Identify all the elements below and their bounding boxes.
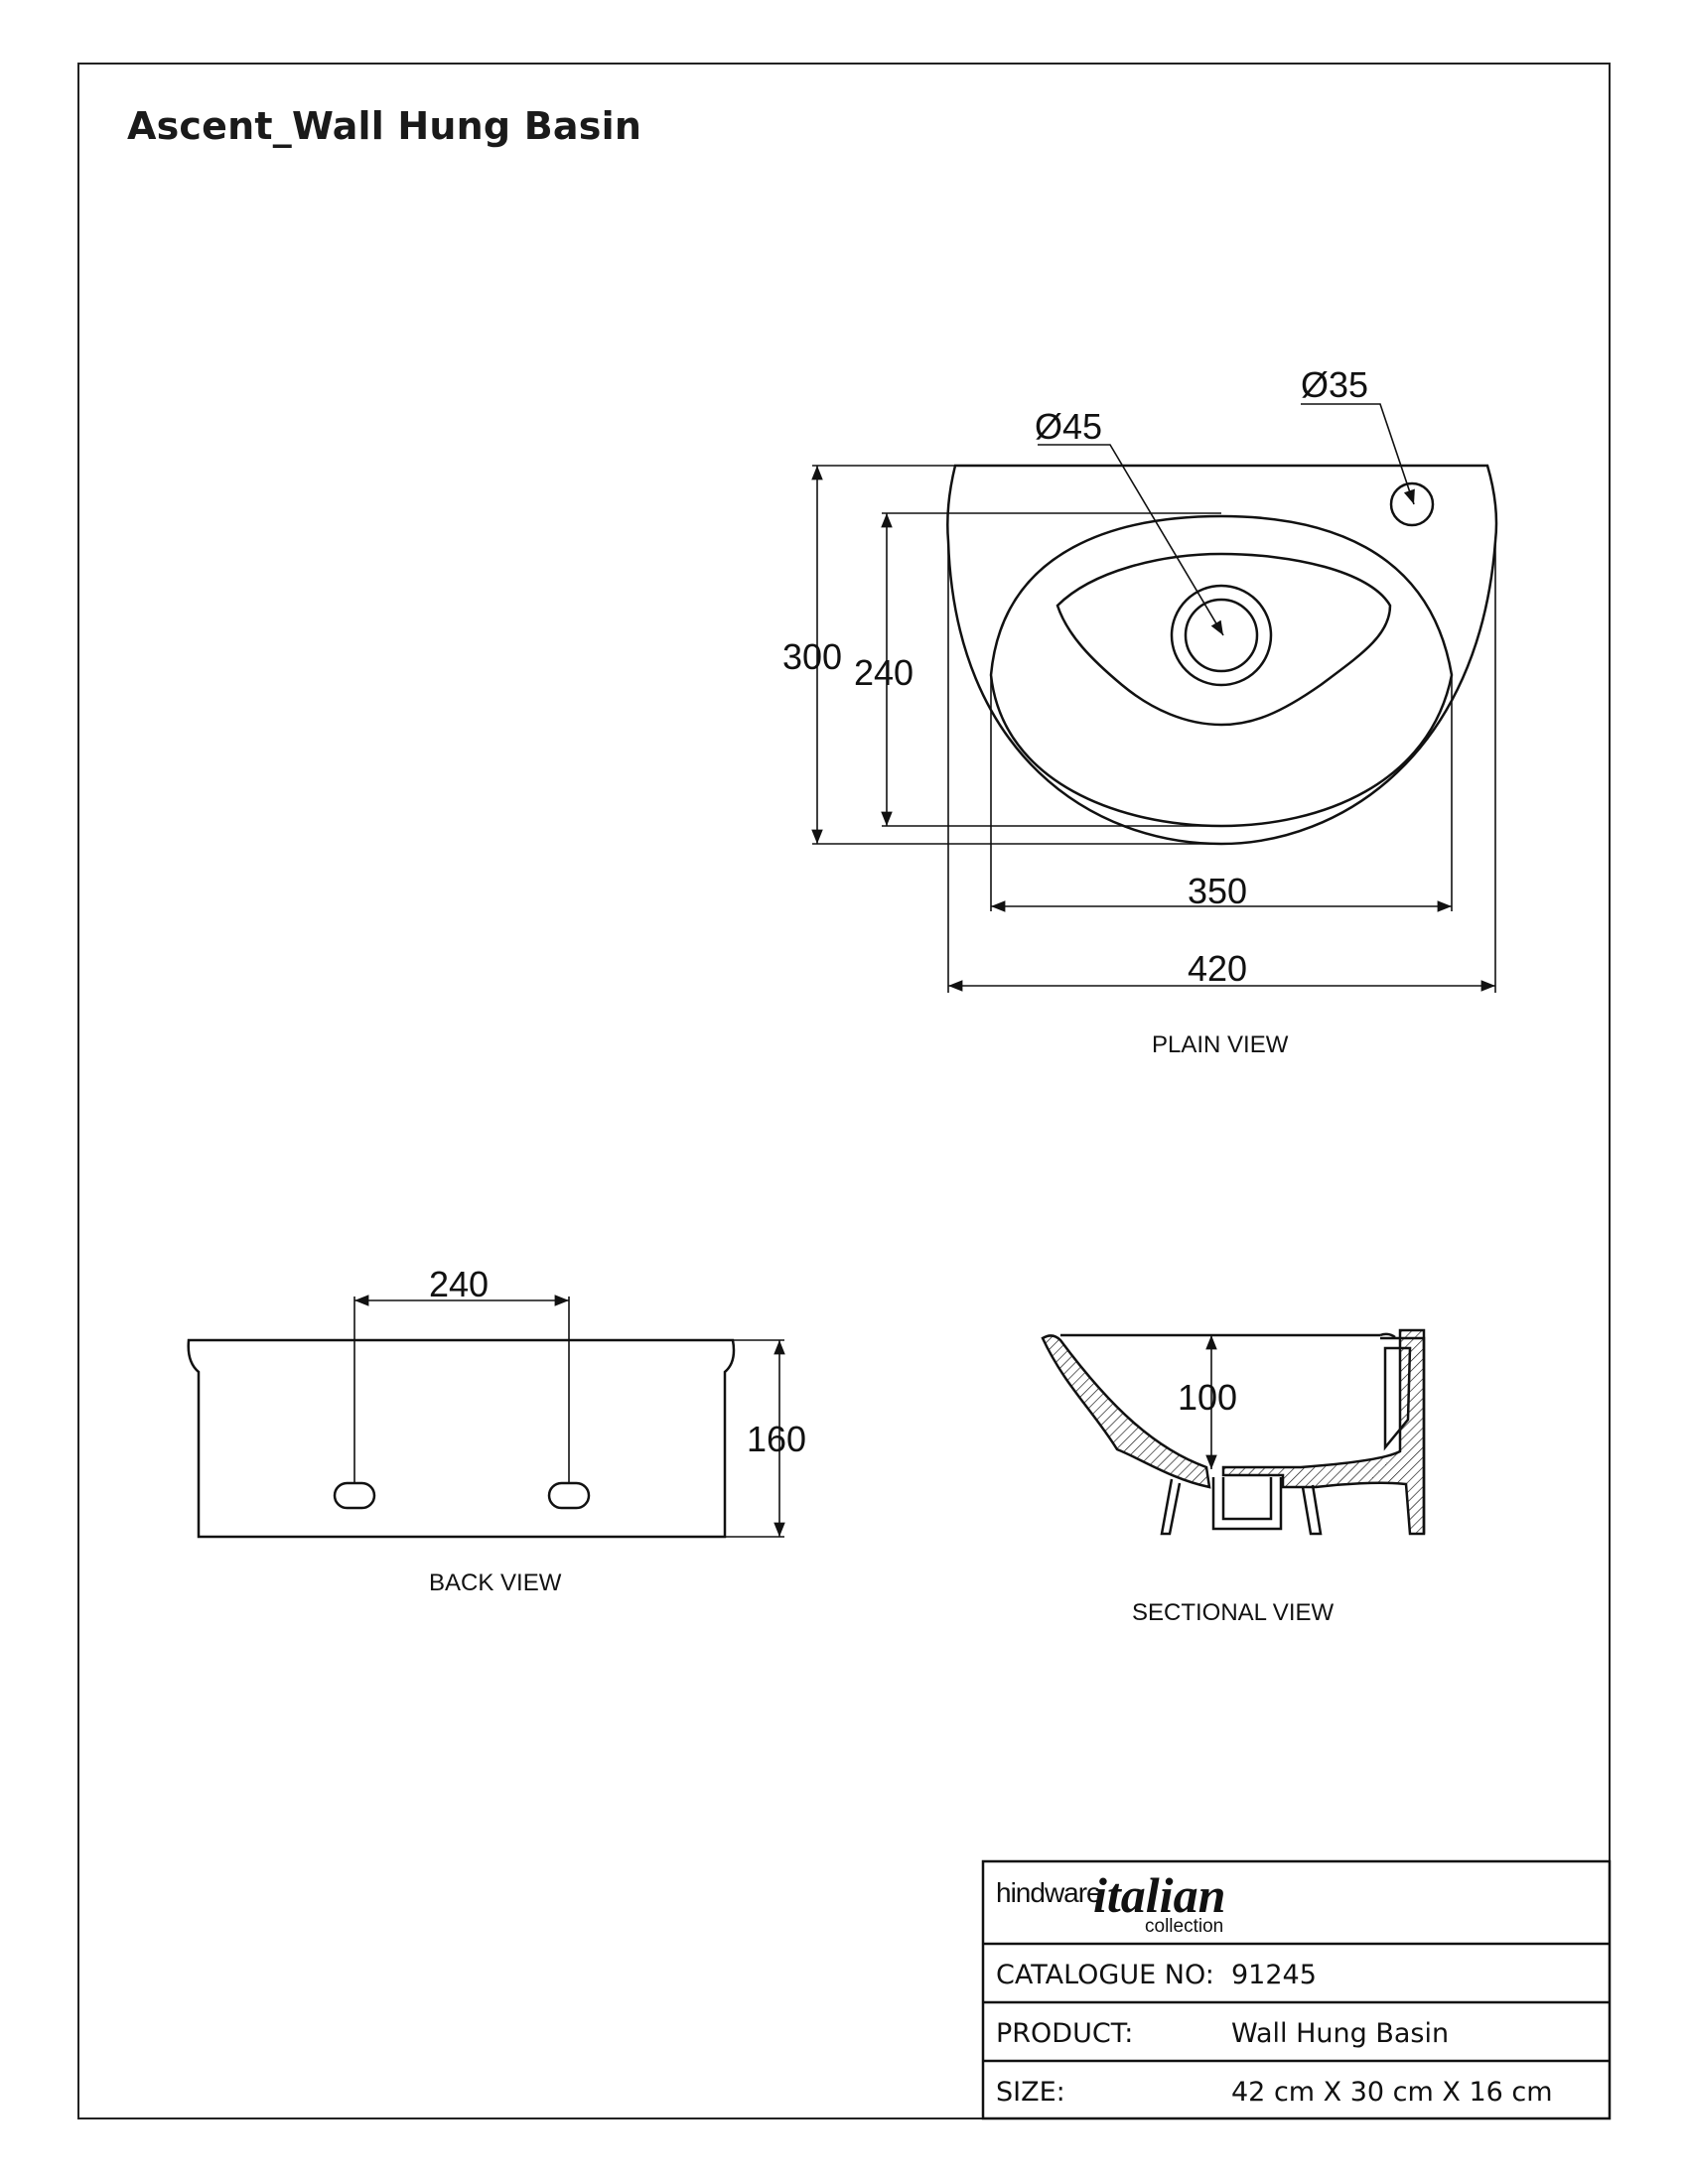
catalogue-label: CATALOGUE NO: bbox=[996, 1960, 1214, 1990]
plain-view: Ø45 Ø35 300 240 350 420 PLAIN VIEW bbox=[782, 364, 1498, 1058]
sectional-view-label: SECTIONAL VIEW bbox=[1132, 1599, 1334, 1626]
dim-tap-label: Ø35 bbox=[1301, 364, 1368, 405]
section-drain bbox=[1211, 1477, 1283, 1531]
page-border bbox=[77, 63, 1611, 2119]
sectional-view: 100 SECTIONAL VIEW bbox=[1041, 1328, 1426, 1626]
dim-300-label: 300 bbox=[782, 636, 842, 677]
brand-logo: hindware italian collection bbox=[996, 1867, 1225, 1937]
dim-drain-label: Ø45 bbox=[1035, 406, 1102, 447]
size-label: SIZE: bbox=[996, 2077, 1065, 2108]
product-value: Wall Hung Basin bbox=[1231, 2018, 1449, 2049]
section-leg-left bbox=[1160, 1478, 1182, 1536]
dim-350-label: 350 bbox=[1188, 871, 1247, 911]
back-view: 240 160 BACK VIEW bbox=[187, 1264, 806, 1596]
fixing-hole-right bbox=[547, 1481, 591, 1510]
back-outline bbox=[187, 1338, 736, 1539]
basin-outline bbox=[946, 464, 1498, 846]
page-title: Ascent_Wall Hung Basin bbox=[127, 104, 642, 148]
section-floor bbox=[1221, 1328, 1426, 1536]
dim-back-240-label: 240 bbox=[429, 1264, 489, 1304]
drain-outer bbox=[1170, 584, 1273, 687]
brand-script: italian bbox=[1093, 1867, 1225, 1923]
dim-240-label: 240 bbox=[854, 652, 914, 693]
title-block: hindware italian collection CATALOGUE NO… bbox=[981, 1859, 1612, 2120]
back-view-label: BACK VIEW bbox=[429, 1570, 562, 1596]
section-leg-right bbox=[1301, 1484, 1323, 1536]
brand-name: hindware bbox=[996, 1877, 1101, 1908]
product-label: PRODUCT: bbox=[996, 2018, 1133, 2049]
drain-inner bbox=[1184, 598, 1259, 673]
tap-hole bbox=[1389, 481, 1435, 527]
dim-420-label: 420 bbox=[1188, 948, 1247, 989]
inner-bowl bbox=[1055, 552, 1392, 727]
brand-sub: collection bbox=[1145, 1916, 1223, 1937]
size-value: 42 cm X 30 cm X 16 cm bbox=[1231, 2077, 1553, 2108]
section-wall-left bbox=[1041, 1334, 1211, 1489]
catalogue-value: 91245 bbox=[1231, 1960, 1317, 1990]
dim-160-label: 160 bbox=[747, 1419, 806, 1459]
dim-100-label: 100 bbox=[1178, 1377, 1237, 1418]
plain-view-label: PLAIN VIEW bbox=[1152, 1031, 1289, 1058]
tap-leader bbox=[1301, 403, 1415, 505]
drain-leader bbox=[1038, 444, 1224, 636]
fixing-hole-left bbox=[333, 1481, 376, 1510]
